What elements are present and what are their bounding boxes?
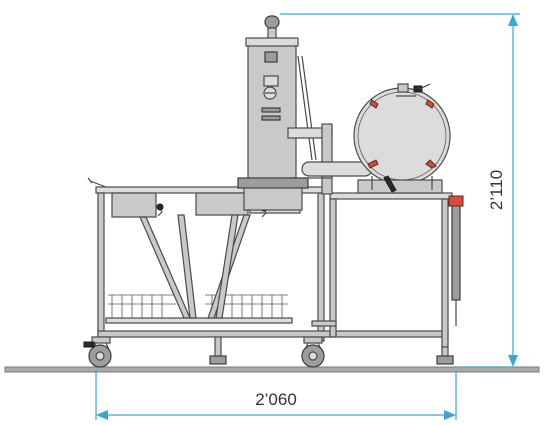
right-table-frame bbox=[311, 192, 464, 348]
width-dimension bbox=[95, 370, 457, 420]
leveling-feet bbox=[209, 336, 454, 365]
lift-column bbox=[237, 15, 373, 211]
caster-middle bbox=[301, 336, 325, 368]
caster-left bbox=[83, 336, 112, 368]
vacuum-tank bbox=[353, 83, 451, 194]
width-label: 2’060 bbox=[255, 390, 297, 409]
floor-line bbox=[4, 366, 540, 373]
height-label: 2’110 bbox=[487, 170, 506, 210]
height-dimension bbox=[280, 13, 520, 368]
